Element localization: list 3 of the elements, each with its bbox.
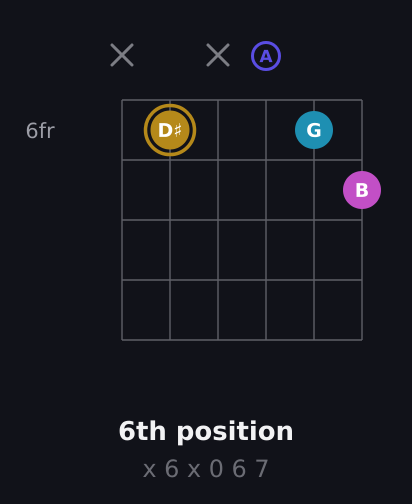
chord-title: 6th position	[120, 420, 292, 446]
fingering-text: x 6 x 0 6 7	[143, 459, 268, 478]
fret-number: 6fr	[26, 122, 55, 138]
